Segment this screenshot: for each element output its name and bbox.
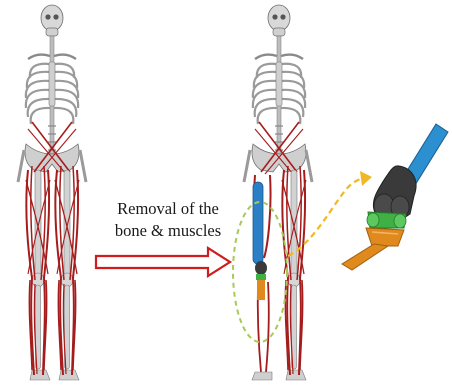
caption-line-2: bone & muscles (88, 220, 248, 242)
caption-line-1: Removal of the (88, 198, 248, 220)
amputated-model (233, 5, 312, 380)
removal-caption: Removal of the bone & muscles (88, 198, 248, 242)
knee-prosthesis-closeup (342, 124, 448, 270)
full-musculoskeletal-model (18, 5, 86, 380)
removal-arrow (96, 248, 230, 276)
residual-limb (252, 175, 272, 380)
